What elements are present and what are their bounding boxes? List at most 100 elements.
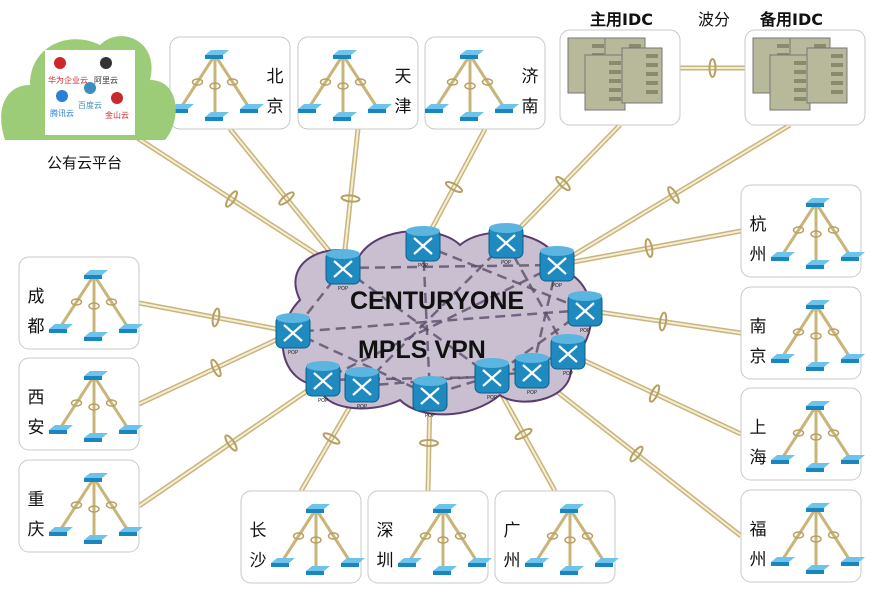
pop-router [305,361,341,397]
link-ellipse [658,311,668,332]
switch-icon [771,460,789,464]
router-icon [313,372,333,390]
switch-icon [306,571,324,575]
primary-idc-label: 主用IDC [590,10,653,29]
mpls-path [292,330,431,397]
router-icon [352,378,372,396]
city-site [367,490,492,584]
switch-icon [841,257,859,261]
city-link [556,228,742,268]
switch-icon [84,376,102,380]
city-site [740,184,865,278]
city-label: 上海 [749,418,767,468]
link-ellipse [444,181,464,193]
switch-icon [806,203,824,207]
backup-idc-label: 备用IDC [760,10,823,29]
wdm-link [680,58,745,78]
switch-icon [771,257,789,261]
city-link [137,329,295,407]
city-site [18,256,143,350]
city-label: 福州 [749,520,767,570]
switch-icon [84,478,102,482]
mpls-path [422,243,586,312]
city-label: 成都 [27,287,45,337]
switch-icon [841,359,859,363]
switch-icon [806,508,824,512]
switch-icon [271,563,289,567]
pop-label: POP [288,350,298,356]
switch-icon [49,430,67,434]
pop-router [412,376,448,412]
router-icon [522,364,542,382]
switch-icon [460,117,478,121]
city-site [424,36,546,130]
pop-router [275,313,311,349]
cloud-provider-name: 阿里云 [94,76,118,85]
cloud-provider-name: 华为企业云 [48,76,88,85]
switch-icon [84,337,102,341]
city-site [494,490,619,584]
link-ellipse [322,432,341,445]
link-ellipse [278,191,295,206]
city-site [740,489,865,583]
switch-icon [841,460,859,464]
link-ellipse [224,434,238,452]
link-ellipse [210,358,222,378]
router-icon [413,237,433,255]
switch-icon [560,509,578,513]
switch-icon [368,109,386,113]
pop-label: POP [357,404,367,410]
pop-label: POP [501,260,511,266]
cloud-provider-logo [100,57,112,69]
switch-icon [119,532,137,536]
switch-icon [298,109,316,113]
switch-icon [333,117,351,121]
mpls-path [361,241,507,387]
city-link [420,127,488,247]
switch-icon [468,563,486,567]
link-ellipse [514,427,533,441]
pop-label: POP [338,286,348,292]
cloud-provider-logo [54,57,66,69]
switch-icon [560,571,578,575]
city-site [740,286,865,380]
switch-icon [170,109,188,113]
mpls-path [322,375,493,382]
switch-icon [525,563,543,567]
switch-icon [771,562,789,566]
core-title-line2: MPLS VPN [358,336,486,364]
mpls-path [361,370,533,388]
cloud-provider-logo [56,90,68,102]
pop-router [514,353,550,389]
cloud-provider-name: 腾讯云 [50,109,74,118]
mpls-path [342,266,493,379]
router-icon [333,260,353,278]
switch-icon [806,367,824,371]
pop-label: POP [418,263,428,269]
city-label: 南京 [749,317,767,367]
switch-icon [495,109,513,113]
cloud-provider-logo [84,82,96,94]
primary-idc [559,29,681,126]
switch-icon [771,359,789,363]
switch-icon [398,563,416,567]
pop-router [539,246,575,282]
city-link [566,350,743,437]
city-link [137,377,325,509]
city-label: 长沙 [249,521,267,571]
city-label: 天津 [394,67,412,117]
cloud-provider-name: 金山云 [105,111,129,120]
switch-icon [460,55,478,59]
switch-icon [433,509,451,513]
pop-router [567,291,603,327]
router-icon [283,324,303,342]
switch-icon [205,55,223,59]
city-link [228,127,345,270]
router-icon [558,345,578,363]
router-icon [547,257,567,275]
switch-icon [841,562,859,566]
city-link [340,128,361,269]
router-icon [482,369,502,387]
city-site [240,490,365,584]
